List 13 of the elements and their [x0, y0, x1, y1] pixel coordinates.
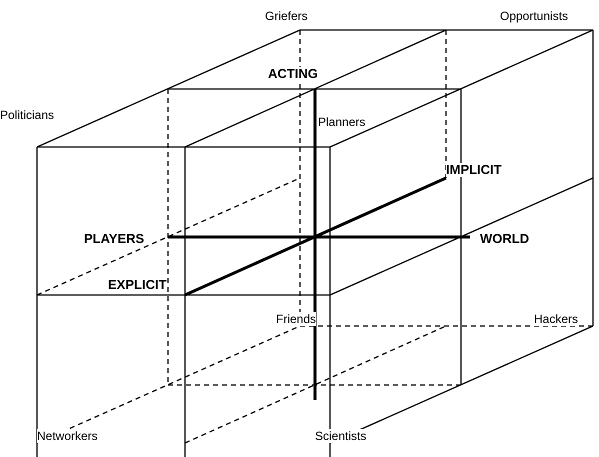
player-type-label: Hackers: [534, 312, 578, 326]
player-type-label: Opportunists: [500, 9, 568, 23]
axis-label: EXPLICIT: [108, 278, 167, 292]
player-type-label: Scientists: [315, 429, 366, 443]
axis-label: ACTING: [268, 67, 318, 81]
player-type-label: Griefers: [265, 9, 308, 23]
axis-label: IMPLICIT: [446, 163, 502, 177]
player-type-label: Friends: [276, 312, 316, 326]
player-type-label: Networkers: [37, 429, 98, 443]
player-type-label: Politicians: [0, 108, 54, 122]
axis-label: PLAYERS: [84, 232, 144, 246]
player-type-label: Planners: [318, 115, 366, 129]
axis-label: WORLD: [480, 232, 530, 246]
